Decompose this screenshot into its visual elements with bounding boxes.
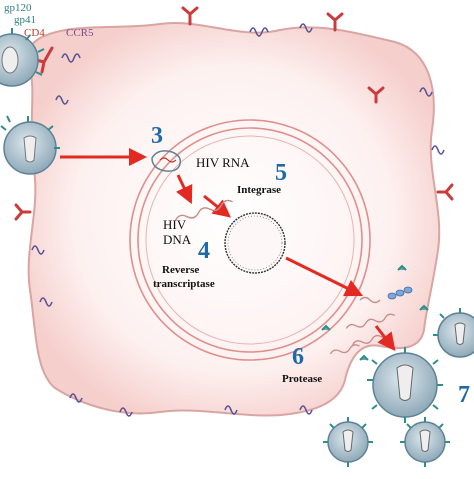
step-7-number: 7 — [458, 382, 470, 408]
step-6-number: 6 — [292, 344, 304, 370]
step-5-number: 5 — [275, 160, 287, 186]
hiv-virion-fusing — [0, 115, 60, 175]
hiv-dna-label-line1: HIV — [163, 217, 187, 232]
arrow-budding — [374, 325, 396, 352]
hiv-virion-mature-right — [433, 308, 474, 358]
ccr5-coreceptor-icon — [39, 297, 53, 307]
arrow-dna-to-integration — [203, 194, 232, 218]
cd4-receptor-icon — [326, 12, 344, 32]
hiv-dna-strand — [174, 199, 233, 221]
cd4-receptor-icon — [14, 203, 32, 221]
ccr5-coreceptor-icon — [69, 393, 83, 403]
hiv-virion-mature-large — [367, 347, 443, 423]
reverse-transcriptase-label-line1: Reverse — [162, 264, 199, 276]
gp41-label: gp41 — [14, 14, 36, 26]
ccr5-coreceptor-icon — [31, 245, 45, 255]
ccr5-coreceptor-icon — [119, 407, 133, 417]
ccr5-coreceptors — [31, 23, 445, 417]
step-3-number: 3 — [151, 123, 163, 149]
reverse-transcriptase-label-line2: transcriptase — [153, 278, 215, 290]
gp120-label: gp120 — [4, 2, 32, 14]
viral-rna-transcripts — [329, 296, 395, 355]
cd4-receptor-icon — [436, 183, 454, 201]
protease-label: Protease — [282, 373, 322, 385]
hiv-virion-mature-bottom-left — [323, 417, 373, 467]
ccr5-coreceptor-icon — [224, 405, 238, 415]
nuclear-envelope-innermost — [145, 135, 355, 345]
hiv-dna-label-line2: DNA — [163, 232, 192, 247]
capsid-rna-release — [151, 150, 182, 172]
integrated-dna-circle-icon — [224, 212, 286, 274]
arrow-rna-to-dna — [176, 174, 193, 205]
nuclear-envelope-inner — [137, 127, 363, 353]
hiv-rna-label: HIV RNA — [196, 155, 250, 170]
cd4-receptor-icon — [367, 86, 385, 104]
host-cell-membrane — [27, 22, 441, 417]
hiv-virion-attaching — [0, 28, 45, 87]
nuclear-envelope-outer — [129, 119, 371, 361]
cd4-receptor-icon — [181, 6, 199, 26]
cd4-label: CD4 — [24, 27, 45, 39]
ccr5-coreceptor-icon — [431, 145, 445, 155]
viral-proteins — [387, 286, 413, 300]
nucleus — [129, 119, 371, 361]
budding-spikes — [321, 264, 429, 361]
integrase-label: Integrase — [237, 184, 281, 196]
arrow-export — [285, 256, 364, 297]
ccr5-coreceptor-icon — [55, 95, 69, 105]
step-4-number: 4 — [198, 238, 210, 264]
ccr5-label: CCR5 — [66, 27, 94, 39]
cd4-receptors — [14, 6, 454, 221]
hiv-virion-mature-bottom-mid — [400, 417, 450, 467]
ccr5-coreceptor-icon — [61, 53, 81, 63]
ccr5-coreceptor-icon — [419, 87, 433, 97]
ccr5-coreceptor-icon — [249, 27, 269, 37]
ccr5-coreceptor-icon — [299, 23, 313, 33]
ccr5-coreceptor-icon — [299, 405, 313, 415]
